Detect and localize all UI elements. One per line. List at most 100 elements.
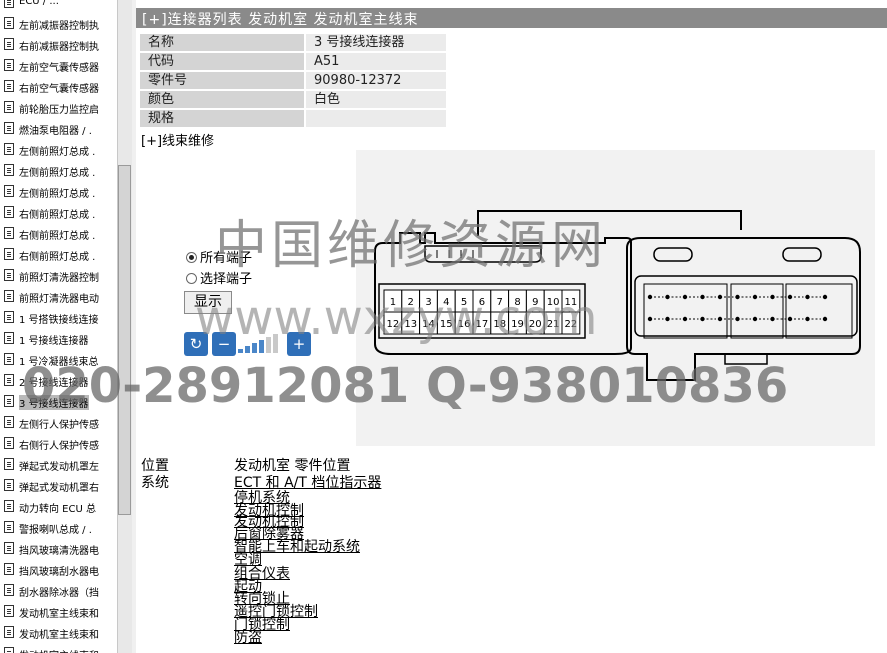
zoom-level-bar[interactable] (266, 337, 271, 353)
pin-grid-frame (378, 283, 586, 339)
document-icon (4, 59, 14, 71)
tree-item-label: 动力转向 ECU 总 (19, 504, 96, 515)
system-link[interactable]: 智能上车和起动系统 (234, 539, 360, 555)
tree-item[interactable]: 右侧行人保护传感 (0, 434, 117, 452)
tree-item-label: 前照灯清洗器电动 (19, 294, 99, 305)
tree-item[interactable]: 前轮胎压力监控启 (0, 98, 117, 116)
terminal-dot (665, 294, 670, 300)
tree-item[interactable]: 发动机室主线束和 (0, 644, 117, 653)
tree-item[interactable]: 左侧前照灯总成 . (0, 161, 117, 179)
tree-item[interactable]: 弹起式发动机罩右 (0, 476, 117, 494)
tree-item[interactable]: 右侧前照灯总成 . (0, 224, 117, 242)
zoom-level-bar[interactable] (259, 340, 264, 353)
terminal-dot (717, 316, 723, 322)
system-link[interactable]: 转向锁止 (234, 591, 290, 607)
tree-item[interactable]: 右侧前照灯总成 . (0, 203, 117, 221)
document-icon (4, 626, 14, 638)
document-icon (4, 332, 14, 344)
select-terminals-radio[interactable]: 选择端子 (186, 268, 252, 287)
system-link[interactable]: 发动机控制 (234, 514, 304, 530)
document-icon (4, 80, 14, 92)
tree-item-label: 警报喇叭总成 / . (19, 525, 92, 536)
system-link[interactable]: 组合仪表 (234, 566, 290, 582)
zoom-level-bar[interactable] (273, 334, 278, 353)
document-icon (4, 605, 14, 617)
document-icon (4, 290, 14, 302)
system-link[interactable]: 门锁控制 (234, 617, 290, 633)
tree-item[interactable]: 1 号接线连接器 (0, 329, 117, 347)
radio-dot-icon (186, 273, 197, 284)
pin-number: 16 (458, 319, 471, 330)
document-icon (4, 563, 14, 575)
connector-tab (724, 353, 768, 365)
terminal-dot (682, 294, 688, 300)
system-link[interactable]: 起动 (234, 579, 262, 595)
tree-item[interactable]: 左侧行人保护传感 (0, 413, 117, 431)
zoom-level-bar[interactable] (252, 343, 257, 353)
panel-splitter[interactable] (132, 0, 136, 653)
tree-item[interactable]: 左前空气囊传感器 (0, 56, 117, 74)
tree-item[interactable]: 刮水器除冰器（挡 (0, 581, 117, 599)
tree-item[interactable]: 右前空气囊传感器 (0, 77, 117, 95)
tree-item[interactable]: 1 号搭铁接线连接 (0, 308, 117, 326)
all-terminals-radio[interactable]: 所有端子 (186, 247, 252, 266)
pin-number: 3 (425, 297, 431, 308)
tree-item[interactable]: 挡风玻璃清洗器电 (0, 539, 117, 557)
tree-item[interactable]: 弹起式发动机罩左 (0, 455, 117, 473)
zoom-level-bar[interactable] (245, 346, 250, 353)
zoom-out-icon[interactable]: − (212, 332, 236, 356)
document-icon (4, 500, 14, 512)
system-link[interactable]: 防盗 (234, 630, 262, 646)
tree-item-label: 左前空气囊传感器 (19, 63, 99, 74)
tree-item[interactable]: 动力转向 ECU 总 (0, 497, 117, 515)
tree-item-label: 发动机室主线束和 (19, 609, 99, 620)
tree-item[interactable]: 右前减振器控制执 (0, 35, 117, 53)
document-icon (4, 479, 14, 491)
terminal-dot (787, 294, 793, 300)
system-link[interactable]: 停机系统 (234, 490, 290, 506)
terminal-dot (822, 294, 828, 300)
system-link[interactable]: 后窗除雾器 (234, 526, 304, 542)
tree-item-label: 右侧前照灯总成 . (19, 210, 96, 221)
zoom-in-icon[interactable]: + (287, 332, 311, 356)
pin-number: 17 (476, 319, 489, 330)
select-terminals-label: 选择端子 (200, 272, 253, 287)
pin-cell[interactable] (561, 311, 581, 335)
tree-item[interactable]: 前照灯清洗器控制 (0, 266, 117, 284)
system-link[interactable]: 空调 (234, 552, 262, 568)
tree-scrollbar-thumb[interactable] (118, 165, 131, 515)
tree-item[interactable]: 发动机室主线束和 (0, 623, 117, 641)
system-link[interactable]: ECT 和 A/T 档位指示器 (234, 475, 382, 491)
document-icon (4, 584, 14, 596)
show-button[interactable]: 显示 (184, 291, 232, 314)
tree-item[interactable]: 2 号接线连接器 (0, 371, 117, 389)
tree-item[interactable]: 燃油泵电阻器 / . (0, 119, 117, 137)
tree-item-label: 燃油泵电阻器 / . (19, 126, 92, 137)
header-title: [+]连接器列表 发动机室 发动机室主线束 (142, 12, 419, 28)
tree-item-label: 挡风玻璃刮水器电 (19, 567, 99, 578)
pin-number: 10 (547, 297, 560, 308)
all-terminals-label: 所有端子 (200, 251, 253, 266)
pin-number: 6 (479, 297, 485, 308)
system-link[interactable]: 遥控门锁控制 (234, 604, 318, 620)
tree-item[interactable]: 警报喇叭总成 / . (0, 518, 117, 536)
tree-item[interactable]: ECU / ... (0, 0, 117, 11)
pin-number: 22 (565, 319, 578, 330)
harness-repair-link[interactable]: [+]线束维修 (141, 134, 215, 149)
zoom-level-bar[interactable] (238, 349, 243, 353)
tree-item[interactable]: 左侧前照灯总成 . (0, 140, 117, 158)
pin-number: 13 (404, 319, 417, 330)
tree-item[interactable]: 发动机室主线束和 (0, 602, 117, 620)
tree-item[interactable]: 左侧前照灯总成 . (0, 182, 117, 200)
tree-item[interactable]: 前照灯清洗器电动 (0, 287, 117, 305)
connector-right-face (634, 275, 858, 337)
tree-item[interactable]: 3 号接线连接器 (0, 392, 117, 410)
connector-list-header: [+]连接器列表 发动机室 发动机室主线束 (136, 8, 887, 28)
tree-item[interactable]: 挡风玻璃刮水器电 (0, 560, 117, 578)
tree-item[interactable]: 左前减振器控制执 (0, 14, 117, 32)
tree-item[interactable]: 右侧前照灯总成 . (0, 245, 117, 263)
tree-item-label: 前照灯清洗器控制 (19, 273, 99, 284)
refresh-icon[interactable]: ↻ (184, 332, 208, 356)
tree-item[interactable]: 1 号冷凝器线束总 (0, 350, 117, 368)
system-link[interactable]: 发动机控制 (234, 503, 304, 519)
